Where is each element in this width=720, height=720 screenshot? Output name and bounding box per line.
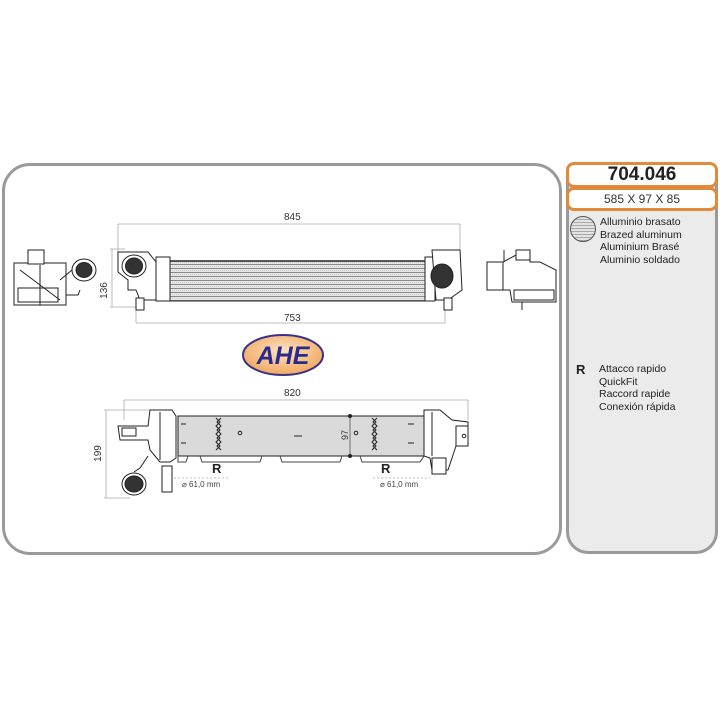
material-label-it: Alluminio brasato: [600, 216, 681, 228]
diameter-icon: ⌀: [380, 480, 388, 489]
bottom-dimension-lines: [104, 399, 469, 499]
connection-label-en: QuickFit: [599, 375, 638, 388]
left-tank-bottom: [117, 409, 177, 496]
diameter-icon: ⌀: [182, 480, 190, 489]
bottom-core-view: [177, 414, 425, 463]
dim-core-thickness: 97: [340, 429, 351, 441]
ahe-logo: AHE: [241, 333, 325, 377]
connection-labels: Attacco rapido QuickFit Raccord rapide C…: [599, 363, 675, 413]
material-labels: Alluminio brasato Brazed aluminum Alumin…: [600, 216, 682, 266]
connection-label-it: Attacco rapido: [599, 363, 667, 375]
brazed-aluminum-icon: [570, 216, 596, 242]
dim-core-length: 753: [284, 313, 301, 324]
logo-text: AHE: [256, 342, 311, 370]
material-label-en: Brazed aluminum: [600, 228, 682, 241]
right-tank-bottom: [423, 409, 469, 475]
left-end-view: [13, 249, 97, 306]
dim-overall-length-top: 845: [284, 212, 301, 223]
right-connector-diameter: ⌀ 61,0 mm: [380, 480, 419, 489]
right-quickfit-badge: R: [381, 461, 391, 476]
quickfit-badge: R: [576, 362, 586, 377]
dim-overall-length-bottom: 820: [284, 388, 301, 399]
connection-label-es: Conexión rápida: [599, 400, 676, 413]
top-dimension-lines: [110, 223, 461, 324]
top-core-view: [117, 249, 463, 311]
dim-height-top: 136: [98, 282, 110, 299]
right-end-view: [486, 249, 557, 310]
dim-height-bottom: 199: [92, 445, 104, 462]
product-dimensions: 585 X 97 X 85: [566, 187, 718, 211]
connection-label-fr: Raccord rapide: [599, 388, 671, 400]
material-label-fr: Aluminium Brasé: [600, 241, 680, 253]
left-connector-diameter: ⌀ 61,0 mm: [182, 480, 221, 489]
material-label-es: Aluminio soldado: [600, 253, 680, 266]
left-quickfit-badge: R: [212, 461, 222, 476]
product-code: 704.046: [566, 162, 718, 188]
